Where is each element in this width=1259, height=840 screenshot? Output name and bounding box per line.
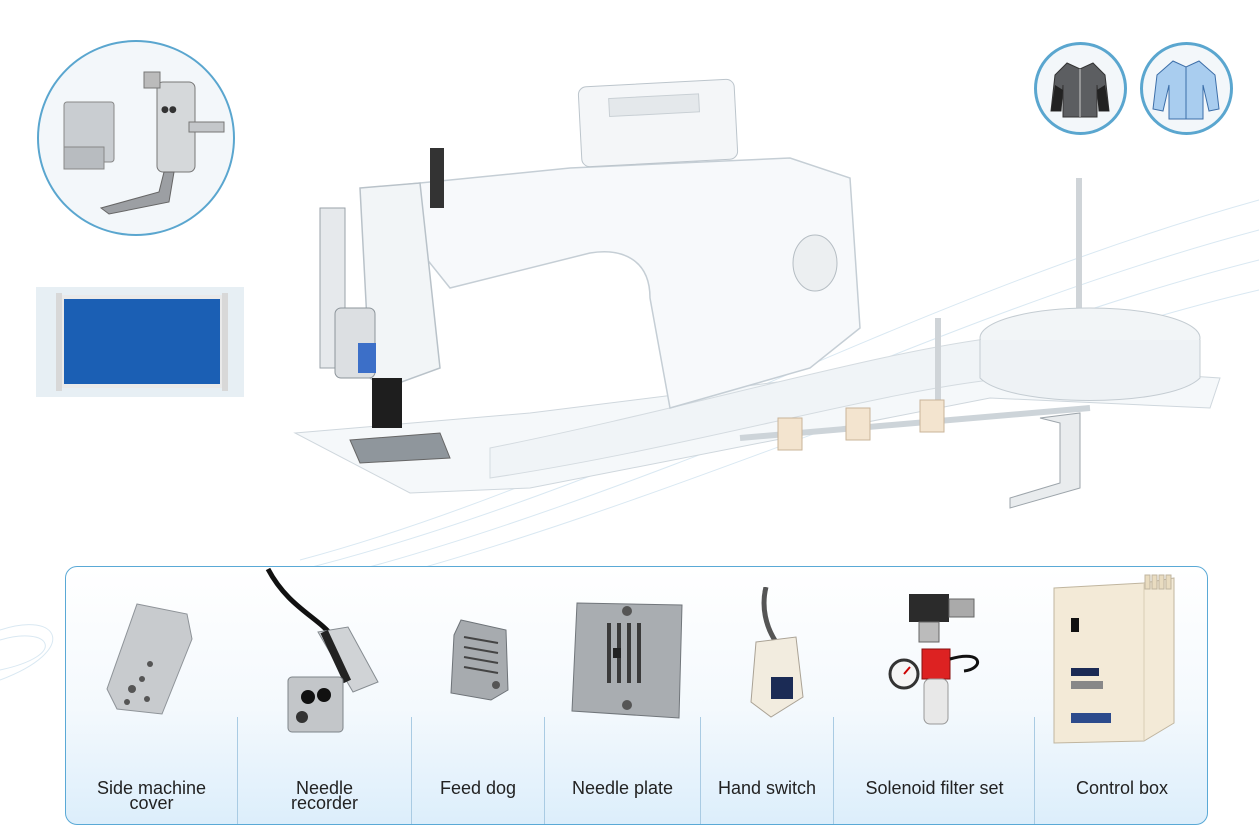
needle-recorder-icon: [265, 567, 379, 733]
product-side-machine-cover[interactable]: Side machine cover: [66, 567, 237, 824]
jacket-icon: [1034, 42, 1127, 135]
product-label: Control box: [1075, 778, 1169, 798]
product-solenoid-filter-set[interactable]: Solenoid filter set: [834, 567, 1035, 824]
product-label: Hand switch: [717, 778, 817, 798]
product-label: Solenoid filter set: [865, 778, 1004, 798]
divider: [833, 717, 834, 824]
svg-text:●●: ●●: [161, 105, 177, 115]
product-needle-plate[interactable]: Needle plate: [545, 567, 700, 824]
product-label: Feed dog: [439, 778, 517, 798]
product-panel: Side machine cover Needle recorder Feed …: [65, 566, 1208, 825]
hand-switch-icon: [750, 587, 804, 718]
divider: [237, 717, 238, 824]
divider: [544, 717, 545, 824]
solenoid-filter-icon: [888, 594, 980, 725]
product-label: Needle recorder: [290, 778, 359, 813]
sewing-machine-image: [293, 78, 1221, 509]
swatch-fabric: [60, 295, 224, 388]
divider: [411, 717, 412, 824]
product-control-box[interactable]: Control box: [1035, 567, 1207, 824]
shirt-icon: [1140, 42, 1233, 135]
feed-dog-icon: [450, 619, 509, 701]
fabric-swatch: [36, 287, 244, 397]
needle-plate-icon: [571, 602, 683, 719]
divider: [1034, 717, 1035, 824]
control-box-icon: [1053, 574, 1175, 744]
product-hand-switch[interactable]: Hand switch: [701, 567, 833, 824]
product-label: Needle plate: [571, 778, 674, 798]
attachment-closeup: ●●: [37, 40, 235, 236]
needle-bar-attachment-icon: ●●: [63, 71, 225, 215]
product-feed-dog[interactable]: Feed dog: [412, 567, 544, 824]
product-label: Side machine cover: [96, 778, 207, 813]
side-machine-cover-icon: [106, 603, 193, 715]
divider: [700, 717, 701, 824]
product-needle-recorder[interactable]: Needle recorder: [238, 567, 411, 824]
